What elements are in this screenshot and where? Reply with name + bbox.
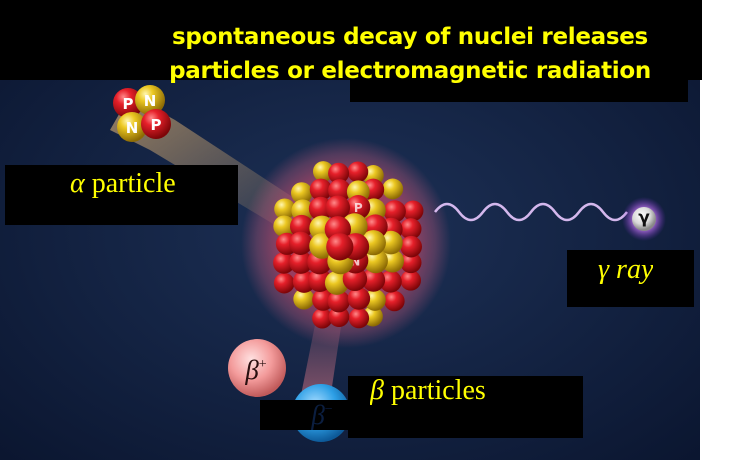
beta-label-box <box>348 376 583 438</box>
neutron-sphere <box>293 288 315 310</box>
proton-sphere <box>342 266 368 292</box>
proton-sphere <box>348 307 370 329</box>
gamma-label-symbol: γ <box>598 254 610 285</box>
alpha-label-box <box>5 165 238 225</box>
gamma-ball <box>632 207 656 231</box>
nucleon-mark: P <box>354 201 363 215</box>
beta-symbol: β <box>370 375 384 406</box>
neutron-sphere <box>290 182 313 204</box>
beta-word: particles <box>383 375 486 406</box>
nucleus: PN <box>273 161 424 329</box>
beta-plus-charge: + <box>258 357 267 372</box>
neutron-sphere <box>274 198 296 220</box>
proton-sphere <box>379 270 402 293</box>
proton-sphere <box>384 290 405 312</box>
proton-sphere <box>309 178 332 201</box>
alpha-nucleon-label: N <box>126 119 139 137</box>
beta-particles-label: β particles <box>370 373 486 409</box>
proton-sphere <box>400 218 422 240</box>
proton-sphere <box>361 268 386 292</box>
proton-sphere <box>328 162 350 184</box>
proton-sphere <box>400 270 421 291</box>
gamma-ball-symbol: γ <box>638 208 650 228</box>
neutron-sphere <box>379 230 403 255</box>
proton-sphere <box>400 251 422 274</box>
beta-minus-symbol: β− <box>292 395 352 430</box>
alpha-proton <box>113 88 143 118</box>
beta-minus-letter: β <box>311 400 325 430</box>
alpha-nucleon-label: P <box>151 116 162 134</box>
alpha-symbol: α <box>70 168 85 199</box>
proton-sphere <box>328 306 350 328</box>
proton-sphere <box>400 235 422 258</box>
alpha-nucleon-label: P <box>123 95 134 113</box>
proton-sphere <box>347 287 371 310</box>
neutron-sphere <box>381 249 405 273</box>
alpha-particle-label: α particle <box>70 166 176 202</box>
proton-sphere <box>312 308 333 329</box>
alpha-neutron <box>135 85 165 115</box>
neutron-sphere <box>382 178 404 200</box>
proton-sphere <box>289 250 313 274</box>
beta-plus-ball <box>228 339 286 397</box>
beta-label-box-extension <box>260 400 360 430</box>
neutron-sphere <box>363 248 388 274</box>
gamma-label-box <box>567 250 694 307</box>
proton-sphere <box>288 231 313 255</box>
nucleon-mark: N <box>350 255 360 269</box>
proton-sphere <box>347 161 369 183</box>
alpha-neutron <box>117 112 147 142</box>
proton-sphere <box>326 233 354 261</box>
proton-sphere <box>273 272 295 294</box>
diagram-title: spontaneous decay of nuclei releases par… <box>169 24 651 84</box>
proton-sphere <box>346 195 371 220</box>
gamma-wave <box>434 202 628 222</box>
title-background-extension <box>350 76 688 102</box>
alpha-word: particle <box>84 168 176 199</box>
proton-sphere <box>289 214 314 239</box>
beta-plus-letter: β <box>245 355 259 385</box>
alpha-proton <box>141 109 171 139</box>
beta-plus-symbol: β+ <box>226 350 286 385</box>
proton-sphere <box>327 290 350 313</box>
gamma-ray-label: γ ray <box>598 252 653 288</box>
proton-sphere <box>383 200 406 223</box>
gamma-word: ray <box>609 254 654 285</box>
title-background <box>0 0 702 80</box>
proton-sphere <box>273 252 295 274</box>
neutron-sphere <box>312 161 334 182</box>
proton-sphere <box>402 200 424 222</box>
alpha-nucleon-label: N <box>144 92 157 110</box>
proton-sphere <box>325 195 351 220</box>
beta-minus-charge: − <box>324 402 333 417</box>
neutron-sphere <box>273 215 295 238</box>
neutron-sphere <box>364 289 386 311</box>
